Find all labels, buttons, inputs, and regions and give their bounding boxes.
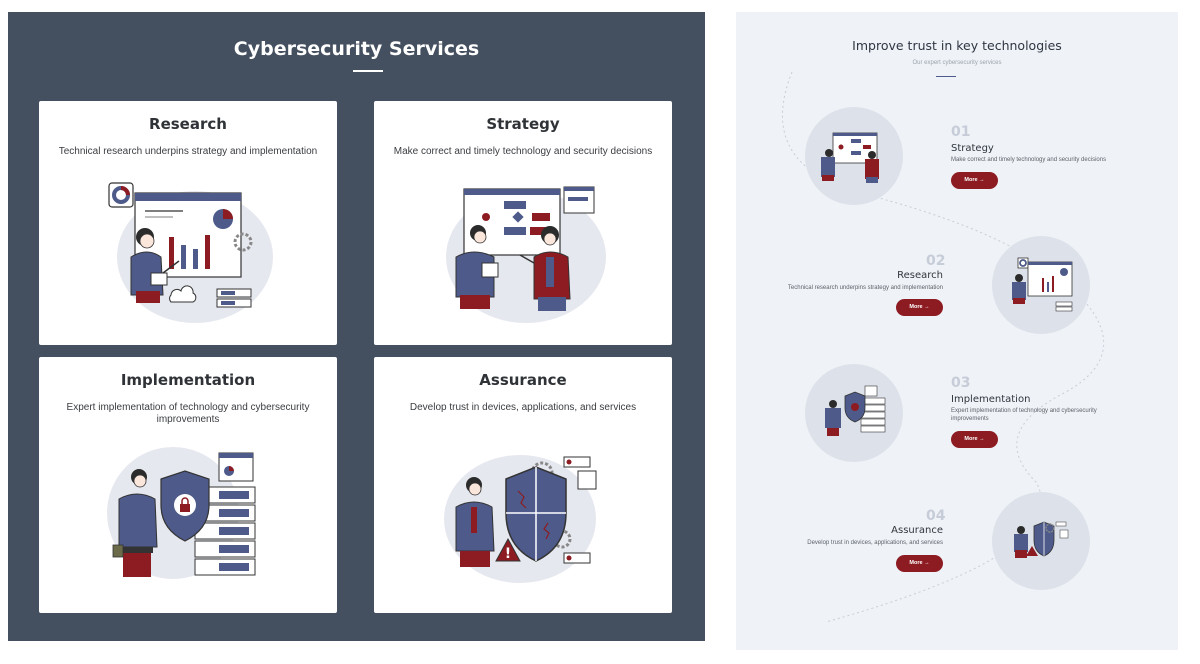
card-title: Research [149,115,227,133]
strategy-illustration [446,186,606,323]
dotted-path [782,71,1104,623]
step-number: 04 [926,508,946,524]
step-number: 02 [926,253,946,269]
card-title: Implementation [120,371,256,389]
step-number: 03 [951,375,971,391]
step-title: Assurance [891,525,943,536]
card-title: Assurance [479,371,567,389]
more-button-assurance[interactable]: More → [896,555,943,572]
more-button-implementation[interactable]: More → [951,431,998,448]
more-button-research[interactable]: More → [896,299,943,316]
step-title: Research [897,270,943,281]
trust-title: Improve trust in key technologies [852,38,1062,53]
services-title: Cybersecurity Services [233,38,480,60]
trust-subtitle: Our expert cybersecurity services [912,60,1002,66]
trust-panel: Improve trust in key technologies Our ex… [736,12,1178,650]
step-illustration-implementation [805,364,903,462]
step-title: Strategy [951,143,994,154]
card-description: Technical research underpins strategy an… [58,146,318,157]
svg-text:!: ! [505,546,511,562]
step-number: 01 [951,124,971,140]
card-description: Develop trust in devices, applications, … [409,402,637,413]
title-underline [353,70,383,72]
card-implementation[interactable]: Implementation Expert implementation of … [39,357,337,613]
card-strategy[interactable]: Strategy Make correct and timely technol… [374,101,672,345]
assurance-illustration: ! [444,455,597,583]
step-description: Technical research underpins strategy an… [787,285,943,291]
step-illustration-assurance [992,492,1090,590]
card-research[interactable]: Research Technical research underpins st… [39,101,337,345]
step-title: Implementation [951,394,1031,405]
subtitle-underline [936,76,956,77]
card-description: Make correct and timely technology and s… [393,146,653,157]
card-assurance[interactable]: Assurance Develop trust in devices, appl… [374,357,672,613]
card-title: Strategy [486,115,560,133]
step-illustration-research [992,236,1090,334]
step-description: Develop trust in devices, applications, … [807,540,943,546]
research-illustration [108,182,273,323]
card-description: Expert implementation of technology and … [66,402,310,425]
step-illustration-strategy [805,107,903,205]
implementation-illustration [107,447,256,579]
services-panel: Cybersecurity Services Research Technica… [8,12,705,641]
more-button-strategy[interactable]: More → [951,172,998,189]
step-description: Make correct and timely technology and s… [951,157,1107,163]
step-description: Expert implementation of technology and … [951,408,1097,422]
